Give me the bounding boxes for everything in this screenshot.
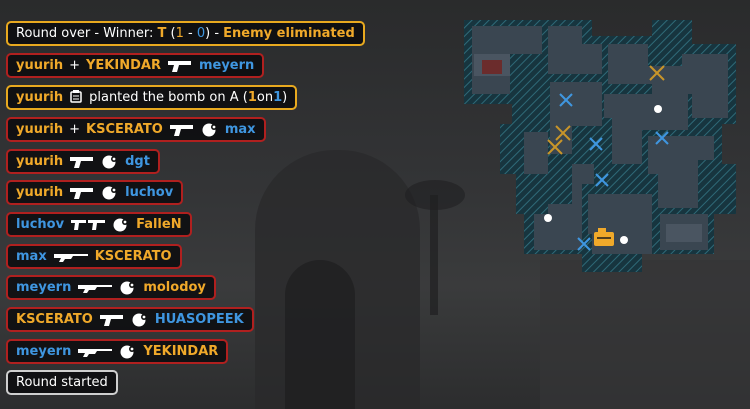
killer-name: luchov <box>16 217 65 232</box>
x-marker <box>595 173 609 187</box>
kill-event: luchov FalleN <box>6 212 192 237</box>
kill-event: max KSCERATO <box>6 244 182 269</box>
victim-name: FalleN <box>136 217 182 232</box>
radar-player-dot <box>620 236 628 244</box>
victim-name: HUASOPEEK <box>154 312 244 327</box>
x-marker <box>589 137 603 151</box>
radar-floor <box>472 26 728 254</box>
headshot-icon <box>101 154 119 170</box>
round-end-reason: Enemy eliminated <box>223 26 355 41</box>
radar-spawn-marker <box>482 60 502 74</box>
kill-event: yuurih + KSCERATO max <box>6 117 266 142</box>
victim-name: meyern <box>198 58 255 73</box>
pistol-icon <box>167 59 193 73</box>
round-over-event: Round over - Winner: T (1 - 0) - Enemy e… <box>6 21 365 46</box>
bomb-icon <box>69 89 83 107</box>
dual-pistols-icon <box>70 218 106 232</box>
victim-name: max <box>224 122 256 137</box>
round-over-prefix: Round over - Winner: <box>16 26 158 41</box>
radar-minimap <box>464 20 736 272</box>
t-alive: 1 <box>247 90 257 105</box>
x-marker <box>547 139 563 155</box>
bomb-plant-text: planted the bomb on A ( <box>89 90 248 105</box>
victim-name: luchov <box>125 185 174 200</box>
kill-event: meyern molodoy <box>6 275 216 300</box>
killer-name: yuurih <box>16 154 64 169</box>
killer-name: yuurih <box>16 185 64 200</box>
background-wall <box>540 260 750 409</box>
victim-name: KSCERATO <box>94 249 172 264</box>
kill-event: yuurih luchov <box>6 180 184 205</box>
t-score: 1 <box>175 26 184 41</box>
background-palm-trunk <box>430 195 438 315</box>
killer-name: max <box>16 249 47 264</box>
x-marker <box>655 131 669 145</box>
pistol-icon <box>99 313 125 327</box>
x-marker <box>555 125 571 141</box>
kill-event: meyern YEKINDAR <box>6 339 229 364</box>
headshot-icon <box>119 280 137 296</box>
pistol-icon <box>69 155 95 169</box>
headshot-icon <box>131 312 149 328</box>
killer-name: KSCERATO <box>16 312 93 327</box>
headshot-icon <box>201 122 219 138</box>
bomb-plant-close: ) <box>282 90 288 105</box>
victim-name: YEKINDAR <box>143 344 219 359</box>
killer-name: yuurih <box>16 58 64 73</box>
headshot-icon <box>112 217 130 233</box>
background-doorway <box>285 260 355 409</box>
assist-plus: + <box>69 58 81 73</box>
rifle-icon <box>77 345 113 359</box>
reason-separator: - <box>210 26 224 41</box>
winner-team: T <box>157 26 167 41</box>
ct-score: 0 <box>196 26 206 41</box>
headshot-icon <box>101 185 119 201</box>
kill-event: yuurih + YEKINDAR meyern <box>6 53 265 78</box>
headshot-icon <box>119 344 137 360</box>
x-marker <box>649 65 665 81</box>
kill-event: yuurih dgt <box>6 149 160 174</box>
radar-player-dot <box>544 214 552 222</box>
killer-name: meyern <box>16 344 72 359</box>
x-marker <box>577 237 591 251</box>
pistol-icon <box>69 186 95 200</box>
assist-plus: + <box>69 122 81 137</box>
round-started-text: Round started <box>16 375 108 390</box>
bomb-icon <box>594 228 614 246</box>
ct-alive: 1 <box>273 90 283 105</box>
planter-name: yuurih <box>16 90 64 105</box>
victim-name: molodoy <box>143 280 206 295</box>
x-marker <box>559 93 573 107</box>
radar-player-dot <box>654 105 662 113</box>
kill-event: KSCERATO HUASOPEEK <box>6 307 254 332</box>
killer-name: meyern <box>16 280 72 295</box>
assister-name: KSCERATO <box>86 122 163 137</box>
killer-name: yuurih <box>16 122 64 137</box>
bomb-plant-event: yuurih planted the bomb on A (1on1) <box>6 85 298 110</box>
round-started-event: Round started <box>6 370 118 395</box>
score-open: ( <box>166 26 176 41</box>
assister-name: YEKINDAR <box>86 58 161 73</box>
score-dash: - <box>183 26 197 41</box>
radar-building <box>666 224 702 242</box>
score-close: ) <box>205 26 211 41</box>
victim-name: dgt <box>125 154 150 169</box>
rifle-icon <box>53 250 89 264</box>
pistol-icon <box>169 123 195 137</box>
rifle-icon <box>77 281 113 295</box>
on-text: on <box>256 90 274 105</box>
